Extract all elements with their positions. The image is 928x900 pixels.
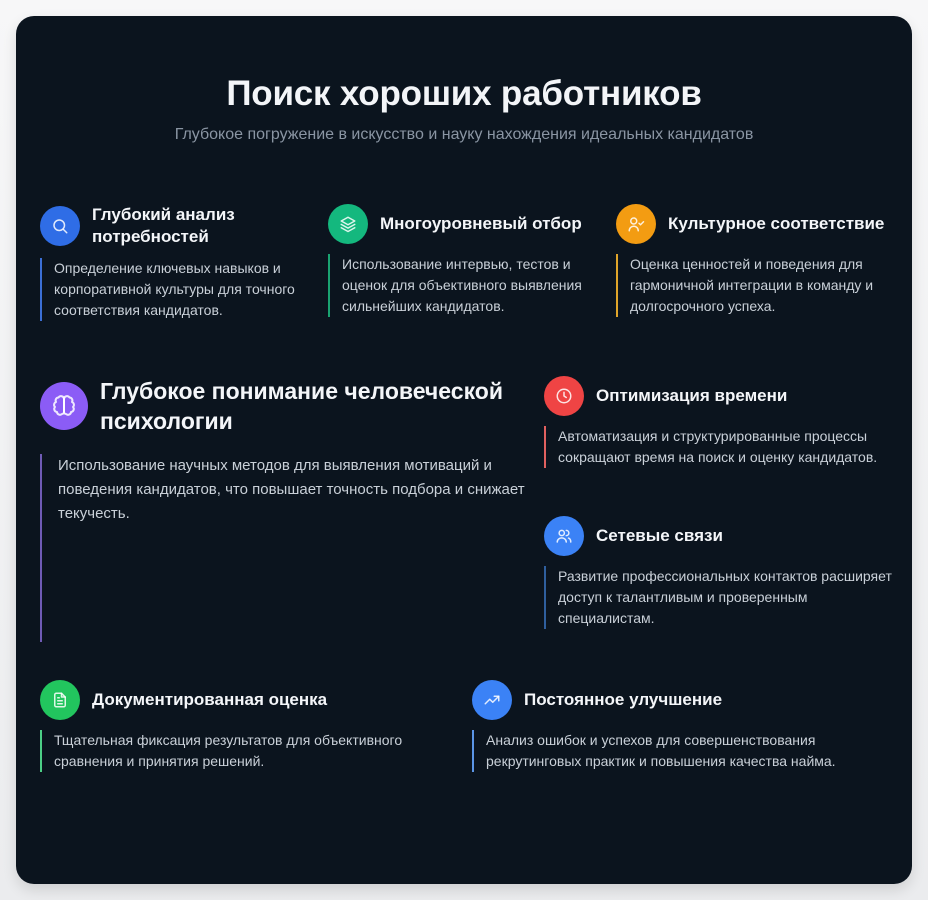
- feature-continuous-improvement: Постоянное улучшение Анализ ошибок и усп…: [472, 680, 892, 772]
- brain-icon: [40, 382, 88, 430]
- feature-description: Развитие профессиональных контактов расш…: [544, 566, 892, 629]
- feature-description: Определение ключевых навыков и корпорати…: [40, 258, 308, 321]
- page-title: Поиск хороших работников: [226, 74, 702, 113]
- feature-needs-analysis: Глубокий анализ потребностей Определение…: [40, 204, 308, 321]
- feature-culture-fit: Культурное соответствие Оценка ценностей…: [616, 204, 892, 317]
- feature-description: Тщательная фиксация результатов для объе…: [40, 730, 440, 772]
- users-icon: [544, 516, 584, 556]
- feature-documented-assessment: Документированная оценка Тщательная фикс…: [40, 680, 440, 772]
- feature-title: Сетевые связи: [596, 526, 723, 545]
- feature-title: Глубокий анализ потребностей: [92, 205, 235, 246]
- feature-title: Многоуровневый отбор: [380, 214, 582, 233]
- main-card: [16, 16, 912, 884]
- feature-networking: Сетевые связи Развитие профессиональных …: [544, 516, 892, 629]
- feature-description: Использование интервью, тестов и оценок …: [328, 254, 600, 317]
- feature-title: Оптимизация времени: [596, 386, 788, 405]
- feature-multi-level-selection: Многоуровневый отбор Использование интер…: [328, 204, 600, 317]
- clock-icon: [544, 376, 584, 416]
- search-icon: [40, 206, 80, 246]
- layers-icon: [328, 204, 368, 244]
- feature-time-optimization: Оптимизация времени Автоматизация и стру…: [544, 376, 892, 468]
- document-icon: [40, 680, 80, 720]
- user-check-icon: [616, 204, 656, 244]
- feature-title: Документированная оценка: [92, 690, 328, 709]
- feature-description: Автоматизация и структурированные процес…: [544, 426, 892, 468]
- page-subtitle: Глубокое погружение в искусство и науку …: [174, 126, 754, 143]
- feature-description: Оценка ценностей и поведения для гармони…: [616, 254, 892, 317]
- feature-psychology: Глубокое понимание человеческой психолог…: [40, 376, 530, 642]
- feature-title: Культурное соответствие: [668, 214, 885, 233]
- feature-title: Глубокое понимание человеческой психолог…: [100, 378, 503, 434]
- trending-up-icon: [472, 680, 512, 720]
- feature-description: Использование научных методов для выявле…: [40, 454, 530, 642]
- feature-title: Постоянное улучшение: [524, 690, 723, 709]
- feature-description: Анализ ошибок и успехов для совершенство…: [472, 730, 892, 772]
